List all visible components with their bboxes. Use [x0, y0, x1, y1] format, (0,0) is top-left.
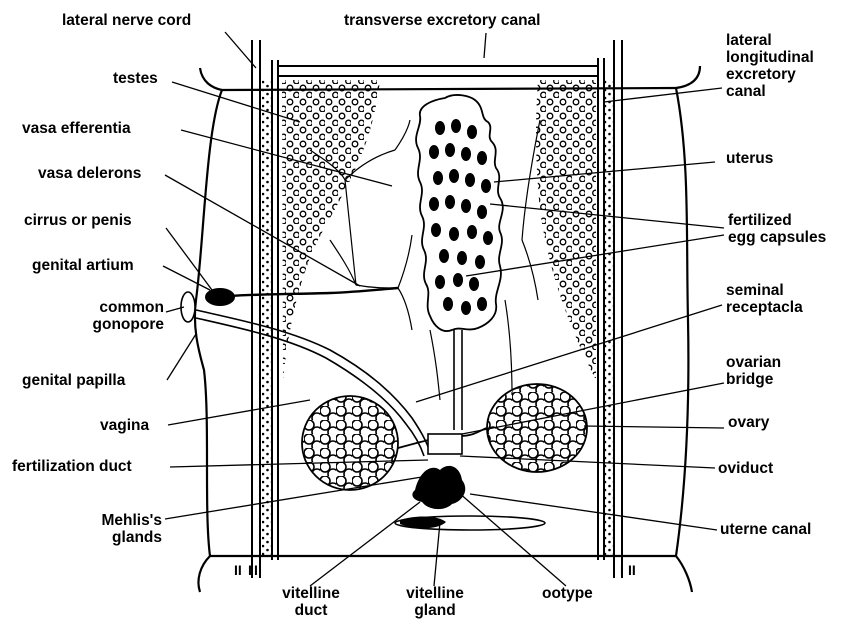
label-line: longitudinal	[726, 49, 814, 66]
ovary-left	[302, 396, 398, 490]
label-vasa-efferentia: vasa efferentia	[22, 120, 131, 137]
label-lateral-nerve-cord: lateral nerve cord	[62, 12, 191, 29]
transverse-canal	[278, 66, 598, 76]
svg-text:I: I	[248, 562, 252, 578]
label-ovary: ovary	[728, 414, 769, 431]
label-line: bridge	[726, 371, 781, 388]
label-common-gonopore: common gonopore	[60, 299, 164, 333]
label-line: seminal	[726, 282, 803, 299]
label-lateral-longitudinal-excretory-canal: lateral longitudinal excretory canal	[726, 32, 814, 100]
label-vitelline-gland: vitelline gland	[390, 585, 480, 619]
label-line: lateral	[726, 32, 814, 49]
label-line: common	[60, 299, 164, 316]
label-line: canal	[726, 83, 814, 100]
ovary-right	[487, 384, 587, 472]
label-testes: testes	[113, 70, 158, 87]
label-fertilized-egg-capsules: fertilized egg capsules	[728, 212, 826, 246]
label-genital-artium: genital artium	[32, 257, 134, 274]
label-genital-papilla: genital papilla	[22, 372, 125, 389]
label-line: duct	[268, 602, 354, 619]
label-line: excretory	[726, 66, 814, 83]
ootype-chamber	[428, 434, 462, 454]
label-line: vitelline	[390, 585, 480, 602]
label-uterus: uterus	[726, 150, 773, 167]
label-line: gonopore	[60, 316, 164, 333]
label-line: fertilized	[728, 212, 826, 229]
label-vasa-delerons: vasa delerons	[38, 165, 141, 182]
mehlis-gland	[412, 466, 465, 509]
svg-text:II: II	[234, 562, 242, 578]
testes-left	[282, 80, 380, 380]
label-ootype: ootype	[542, 585, 593, 602]
label-line: ovarian	[726, 354, 781, 371]
label-uterne-canal: uterne canal	[720, 521, 811, 538]
label-line: Mehlis's	[60, 512, 162, 529]
svg-text:I: I	[620, 562, 624, 578]
label-vagina: vagina	[100, 417, 149, 434]
label-fertilization-duct: fertilization duct	[12, 458, 132, 475]
label-line: glands	[60, 529, 162, 546]
label-vitelline-duct: vitelline duct	[268, 585, 354, 619]
label-line: receptacla	[726, 299, 803, 316]
label-line: gland	[390, 602, 480, 619]
label-seminal-receptacla: seminal receptacla	[726, 282, 803, 316]
label-line: egg capsules	[728, 229, 826, 246]
label-line: vitelline	[268, 585, 354, 602]
vitellaria-right	[605, 80, 614, 555]
label-ovarian-bridge: ovarian bridge	[726, 354, 781, 388]
label-oviduct: oviduct	[718, 460, 773, 477]
label-cirrus-or-penis: cirrus or penis	[24, 212, 132, 229]
svg-text:I: I	[254, 562, 258, 578]
vas-deferens	[230, 288, 398, 296]
label-transverse-excretory-canal: transverse excretory canal	[344, 12, 540, 29]
svg-text:II: II	[628, 562, 636, 578]
testes-right	[536, 80, 596, 380]
label-mehlis-glands: Mehlis's glands	[60, 512, 162, 546]
